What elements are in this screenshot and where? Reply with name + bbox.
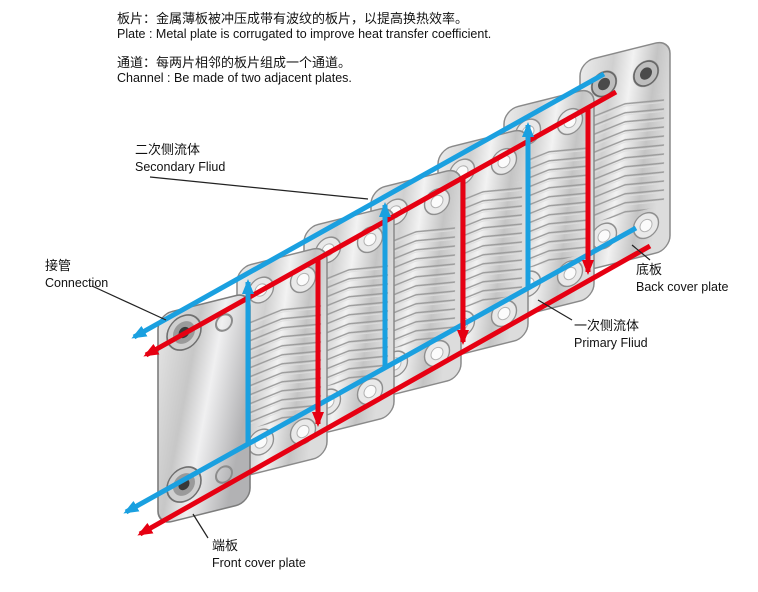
label-back-cover-en: Back cover plate xyxy=(636,279,729,294)
channel-description: 通道：每两片相邻的板片组成一个通道。 Channel : Be made of … xyxy=(117,52,491,85)
secondary-flow-line-upper xyxy=(131,71,606,340)
leader-connection xyxy=(91,285,167,321)
primary-flow-line-upper xyxy=(143,89,618,358)
label-primary-fluid: 一次侧流体 Primary Fliud xyxy=(574,318,648,351)
channel-description-cn: 通道：每两片相邻的板片组成一个通道。 xyxy=(117,55,352,70)
label-back-cover: 底板 Back cover plate xyxy=(636,262,728,295)
label-front-cover: 端板 Front cover plate xyxy=(212,538,306,571)
label-front-cover-cn: 端板 xyxy=(212,538,239,553)
leader-primary xyxy=(537,299,573,321)
channel-description-en: Channel : Be made of two adjacent plates… xyxy=(117,71,352,85)
secondary-flow-line-lower xyxy=(123,225,638,515)
label-front-cover-en: Front cover plate xyxy=(212,555,306,570)
leader-front-cover xyxy=(192,513,209,539)
label-secondary-fluid: 二次侧流体 Secondary Fliud xyxy=(135,142,225,175)
plate-description: 板片：金属薄板被冲压成带有波纹的板片，以提高换热效率。 Plate : Meta… xyxy=(117,8,491,41)
plate-description-en: Plate : Metal plate is corrugated to imp… xyxy=(117,27,492,41)
flow-lines xyxy=(123,71,652,537)
front-cover-plate xyxy=(157,294,251,523)
label-secondary-fluid-cn: 二次侧流体 xyxy=(135,142,201,157)
label-connection: 接管 Connection xyxy=(45,258,108,291)
primary-flow-line-lower xyxy=(137,243,652,537)
label-primary-fluid-en: Primary Fliud xyxy=(574,335,648,350)
label-connection-en: Connection xyxy=(45,275,109,290)
label-back-cover-cn: 底板 xyxy=(636,262,663,277)
description-block: 板片：金属薄板被冲压成带有波纹的板片，以提高换热效率。 Plate : Meta… xyxy=(117,8,491,96)
label-connection-cn: 接管 xyxy=(45,258,72,273)
leader-secondary xyxy=(149,176,369,200)
leader-back-cover xyxy=(631,244,651,261)
label-primary-fluid-cn: 一次侧流体 xyxy=(574,318,640,333)
plate-description-cn: 板片：金属薄板被冲压成带有波纹的板片，以提高换热效率。 xyxy=(117,11,469,26)
label-secondary-fluid-en: Secondary Fliud xyxy=(135,159,226,174)
leader-lines xyxy=(91,176,651,539)
